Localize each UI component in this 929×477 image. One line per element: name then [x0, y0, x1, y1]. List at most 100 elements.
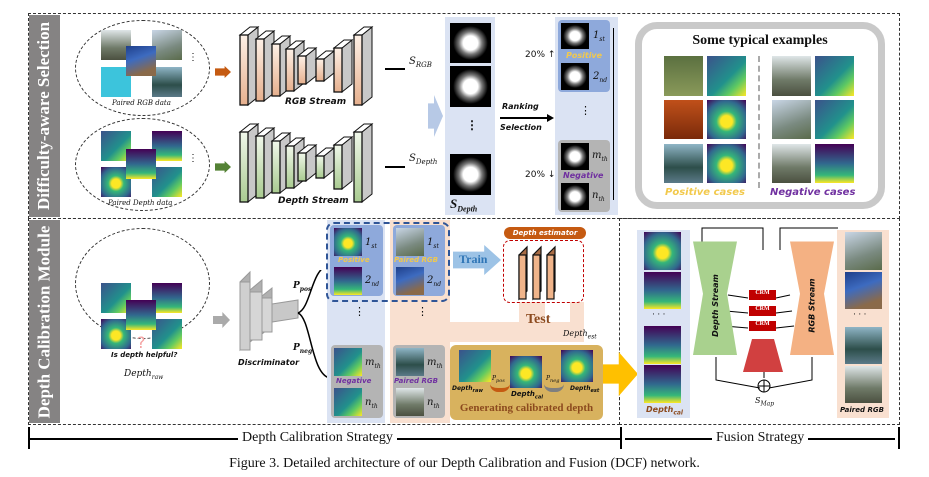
rgb-stream-label: RGB Stream	[807, 277, 817, 333]
discriminator-network	[239, 270, 331, 379]
ellipsis: ⋮	[188, 153, 198, 164]
sub: cal	[673, 409, 683, 417]
fusion-strategy: Fusion Strategy	[712, 430, 809, 446]
positive-r3	[664, 144, 703, 183]
gen-depth-raw: Depthraw	[452, 385, 483, 394]
layer-block	[353, 34, 363, 106]
thumbnail	[396, 388, 424, 416]
s: S	[409, 153, 416, 164]
layer-block	[255, 135, 265, 199]
n: 1	[427, 237, 434, 248]
section-label-calibration: Depth Calibration Module	[29, 220, 60, 423]
n: 2	[427, 275, 434, 286]
n: 2	[593, 71, 600, 82]
ellipsis: ⋮	[466, 118, 478, 132]
rank-2: 2nd	[365, 275, 379, 288]
paired-rgb-label: Paired RGB	[840, 406, 884, 414]
thumbnail	[126, 46, 156, 76]
sub: est	[590, 388, 600, 395]
tick	[28, 427, 30, 449]
tick	[620, 427, 622, 449]
sub: nd	[371, 281, 380, 288]
negative-d1	[815, 56, 854, 96]
thumbnail	[152, 167, 182, 197]
positive-cases-label: Positive cases	[665, 187, 745, 198]
test-flow-down	[570, 302, 584, 342]
layer-block	[255, 38, 265, 102]
sub: neg	[299, 347, 313, 355]
rank-1: 1st	[593, 30, 605, 43]
sub: Map	[760, 400, 775, 408]
rank-m: mth	[592, 150, 608, 163]
encoder-streams	[238, 26, 374, 204]
depth-cal-thumbnail	[510, 356, 542, 388]
depth-stream-trapezoid	[693, 241, 737, 355]
depth-est-thumbnail	[561, 350, 593, 382]
sub: est	[587, 333, 597, 341]
figure-caption: Figure 3. Detailed architecture of our D…	[229, 456, 700, 471]
saliency-map	[450, 23, 491, 63]
layer-block	[239, 34, 249, 106]
decoder-trapezoid	[743, 339, 783, 372]
sub: st	[371, 243, 377, 250]
rank-n: nth	[592, 190, 605, 203]
depth-raw-label: Depthraw	[124, 369, 163, 381]
examples-title: Some typical examples	[692, 33, 828, 48]
tick	[898, 427, 900, 449]
ellipsis: ⋮	[580, 105, 591, 117]
test-flow-up	[519, 302, 545, 324]
layer-block	[285, 48, 295, 92]
output-arrow	[385, 68, 405, 70]
layer-side	[341, 135, 353, 191]
crm-block	[749, 290, 776, 300]
n: n	[592, 190, 599, 201]
generating-label: Generating calibrated depth	[459, 402, 594, 414]
layer-block	[353, 131, 363, 203]
thumbnail	[644, 232, 681, 270]
t: Depth	[570, 385, 591, 392]
n: m	[427, 357, 437, 368]
sub: th	[433, 403, 440, 410]
sub: pos	[299, 285, 312, 293]
t: Depth	[124, 369, 152, 379]
depth-raw-thumbnail	[459, 350, 491, 382]
sub: Depth	[457, 204, 478, 214]
green-arrow-icon	[215, 161, 231, 173]
rgb-data-ellipse	[75, 20, 210, 116]
negative-label: Negative	[336, 377, 372, 385]
thumbnail	[334, 267, 362, 295]
thumbnail	[845, 327, 882, 364]
depth-est-label: Depthest	[563, 329, 597, 341]
rank-1: 1st	[427, 237, 439, 250]
fusion-network	[693, 227, 838, 393]
t: Depth	[511, 390, 535, 398]
s-rgb-label: SRGB	[409, 56, 432, 69]
s-depth-panel-label: SDepth	[450, 196, 477, 214]
rgb-data-label: Paired RGB data	[112, 99, 171, 107]
thumbnail	[126, 300, 156, 330]
sub: th	[371, 403, 378, 410]
sub: st	[433, 243, 439, 250]
layer-block	[315, 58, 325, 82]
thumbnail	[644, 326, 681, 364]
positive-d3	[707, 144, 746, 183]
positive-d1	[707, 56, 746, 96]
gray-arrow-icon	[213, 312, 230, 328]
sub: Depth	[415, 158, 438, 166]
selection-label: Selection	[500, 123, 542, 132]
depth-estimator-label: Depth estimator	[504, 227, 586, 239]
paired-rgb-label: Paired RGB	[394, 256, 438, 264]
rank-m: mth	[365, 357, 381, 370]
layer-block	[297, 55, 307, 85]
sub: raw	[472, 388, 483, 395]
sub: th	[598, 196, 605, 203]
output-arrow	[385, 166, 405, 168]
crm-label: CRM	[755, 290, 770, 296]
rgb-stream-trapezoid	[790, 241, 834, 355]
thumbnail	[396, 228, 424, 256]
ranking-arrow	[500, 117, 548, 119]
negative-label: Negative	[563, 171, 604, 180]
sub: pos	[496, 378, 505, 385]
crm-label: CRM	[755, 321, 770, 327]
layer-block	[333, 144, 343, 190]
